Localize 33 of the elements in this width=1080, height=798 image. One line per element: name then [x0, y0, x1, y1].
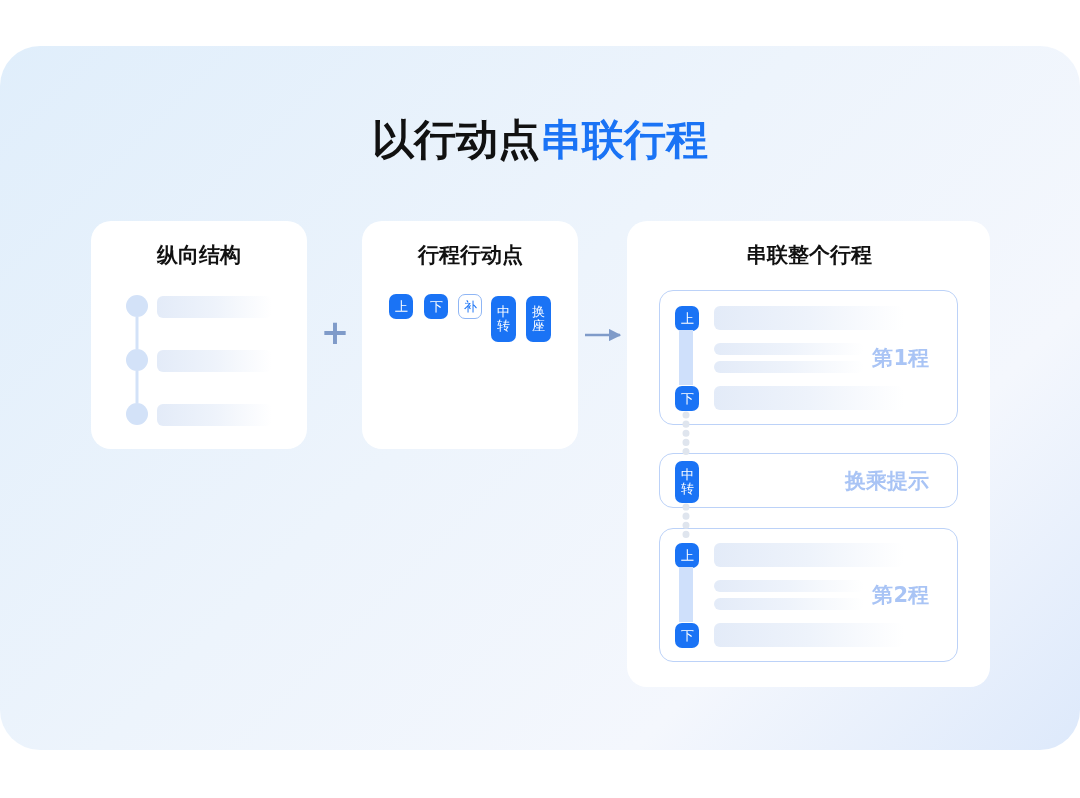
timeline-dot	[126, 349, 148, 371]
connector-line	[135, 371, 139, 403]
plus-sign: +	[320, 314, 350, 350]
timeline-dot	[126, 295, 148, 317]
connector-line	[679, 567, 693, 622]
connector-line	[135, 317, 139, 349]
panel-heading: 行程行动点	[416, 242, 524, 269]
connector-line	[679, 330, 693, 385]
dotted-connector	[682, 503, 690, 541]
action-badge: 换座	[526, 296, 551, 342]
action-badge: 补	[458, 294, 482, 319]
action-badge: 下	[675, 623, 699, 648]
action-badge: 上	[675, 306, 699, 331]
action-badge: 上	[389, 294, 413, 319]
leg-label: 第1程	[872, 344, 929, 372]
timeline-dot	[126, 403, 148, 425]
leg-label: 第2程	[872, 582, 929, 609]
action-badge: 中转	[675, 461, 699, 503]
panel-heading: 串联整个行程	[744, 242, 873, 269]
arrow	[585, 328, 622, 342]
leg-card	[659, 528, 958, 662]
action-badge: 上	[675, 543, 699, 568]
panel-heading: 纵向结构	[156, 242, 242, 269]
leg-card	[659, 290, 958, 425]
step-panel	[627, 221, 990, 687]
title: 以行动点串联行程	[371, 114, 709, 166]
leg-card	[659, 453, 958, 508]
action-badge: 下	[675, 386, 699, 411]
action-badge: 下	[424, 294, 448, 319]
leg-label: 换乘提示	[845, 467, 929, 495]
action-badge: 中转	[491, 296, 516, 342]
step-panel	[91, 221, 307, 449]
step-panel	[362, 221, 578, 449]
